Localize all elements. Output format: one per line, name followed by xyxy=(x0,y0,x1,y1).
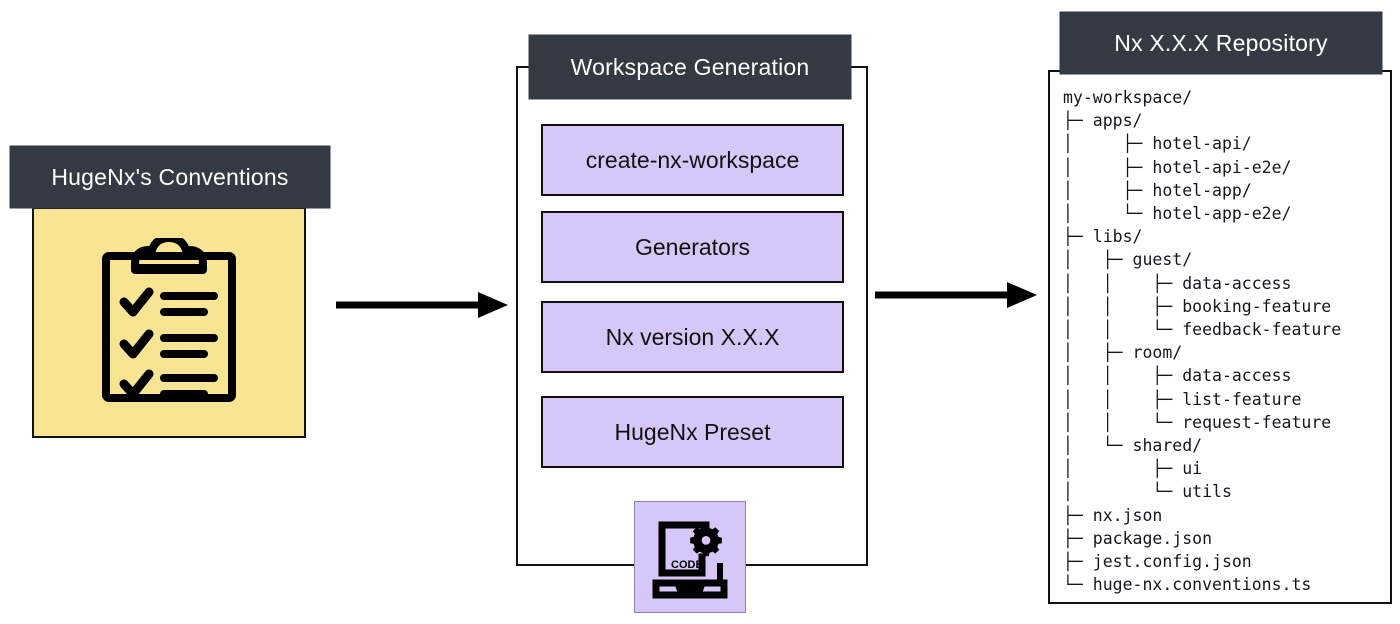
tree-line: │ └─ hotel-app-e2e/ xyxy=(1063,204,1292,224)
tree-line: ├─ nx.json xyxy=(1063,505,1163,525)
arrow-generation-to-repository xyxy=(875,282,1037,308)
tree-line: └─ huge-nx.conventions.ts xyxy=(1063,575,1312,595)
tree-line: │ ├─ ui xyxy=(1063,459,1203,479)
conventions-header: HugeNx's Conventions xyxy=(10,146,330,208)
code-badge: CODE xyxy=(634,501,746,613)
tree-line: │ └─ utils xyxy=(1063,482,1232,502)
generation-item-hugenx-preset[interactable]: HugeNx Preset xyxy=(541,396,844,468)
conventions-panel xyxy=(32,207,306,438)
repository-file-tree: my-workspace/ ├─ apps/ │ ├─ hotel-api/ │ ├─… xyxy=(1063,86,1393,596)
tree-line: │ ├─ hotel-api-e2e/ xyxy=(1063,157,1292,177)
tree-line: ├─ libs/ xyxy=(1063,227,1143,247)
generation-item-generators[interactable]: Generators xyxy=(541,211,844,283)
code-laptop-gear-icon: CODE xyxy=(652,521,728,599)
clipboard-checklist-icon xyxy=(102,237,236,402)
tree-line: │ ├─ hotel-app/ xyxy=(1063,180,1252,200)
workspace-generation-header: Workspace Generation xyxy=(529,35,851,99)
tree-line: ├─ apps/ xyxy=(1063,111,1143,131)
code-caption: CODE xyxy=(671,559,703,571)
tree-line: │ ├─ hotel-api/ xyxy=(1063,134,1252,154)
tree-line: │ │ ├─ data-access xyxy=(1063,273,1292,293)
tree-line: │ ├─ guest/ xyxy=(1063,250,1193,270)
tree-line: my-workspace/ xyxy=(1063,88,1193,107)
arrow-conventions-to-generation xyxy=(336,292,508,318)
tree-line: │ │ └─ request-feature xyxy=(1063,412,1332,432)
tree-line: ├─ package.json xyxy=(1063,528,1213,548)
generation-item-create-nx-workspace[interactable]: create-nx-workspace xyxy=(541,124,844,196)
tree-line: │ └─ shared/ xyxy=(1063,436,1203,456)
tree-line: │ │ ├─ booking-feature xyxy=(1063,296,1332,316)
tree-line: │ │ └─ feedback-feature xyxy=(1063,320,1342,340)
repository-header: Nx X.X.X Repository xyxy=(1060,12,1382,74)
repository-panel xyxy=(1048,70,1392,604)
tree-line: │ │ ├─ data-access xyxy=(1063,366,1292,386)
tree-line: │ ├─ room/ xyxy=(1063,343,1183,363)
tree-line: ├─ jest.config.json xyxy=(1063,552,1252,572)
tree-line: │ │ ├─ list-feature xyxy=(1063,389,1302,409)
generation-item-nx-version[interactable]: Nx version X.X.X xyxy=(541,301,844,373)
